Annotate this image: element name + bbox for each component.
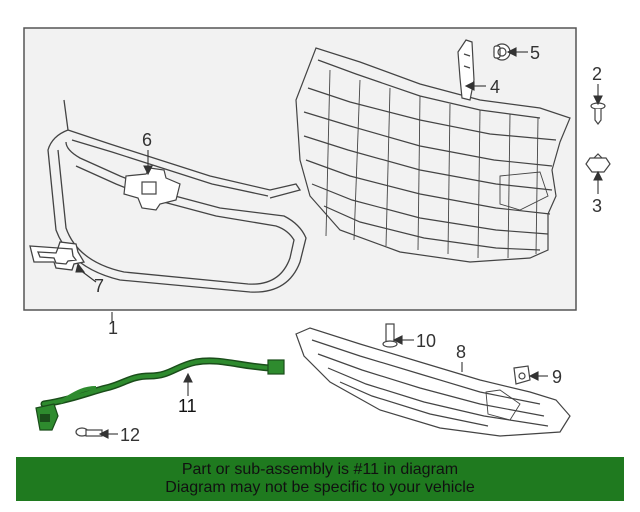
assembly-panel [23,27,577,311]
callout-6: 6 [142,130,152,150]
callout-11: 11 [178,396,197,416]
push-pin [590,102,606,125]
wiring-harness [35,357,285,431]
banner-line-1: Part or sub-assembly is #11 in diagram [181,461,459,478]
banner-line-2: Diagram may not be specific to your vehi… [165,479,475,496]
screw-10 [382,323,398,348]
leader-lines [75,47,603,439]
callout-3: 3 [592,196,602,216]
callout-5: 5 [530,43,540,63]
info-banner: Part or sub-assembly is #11 in diagram D… [16,457,624,501]
upper-grille [295,47,571,263]
callout-10: 10 [416,331,436,351]
grille-surround-frame [47,99,307,293]
lower-grille [295,327,571,437]
callout-1: 1 [108,318,118,338]
callout-2: 2 [592,64,602,84]
callout-8: 8 [456,342,466,362]
callout-9: 9 [552,367,562,387]
clip-9 [513,365,531,385]
callout-7: 7 [94,276,104,296]
callout-4: 4 [490,77,500,97]
bolt-12 [75,427,103,437]
nut-clip [585,153,611,173]
callout-12: 12 [120,425,140,445]
bowtie-emblem [29,241,86,271]
